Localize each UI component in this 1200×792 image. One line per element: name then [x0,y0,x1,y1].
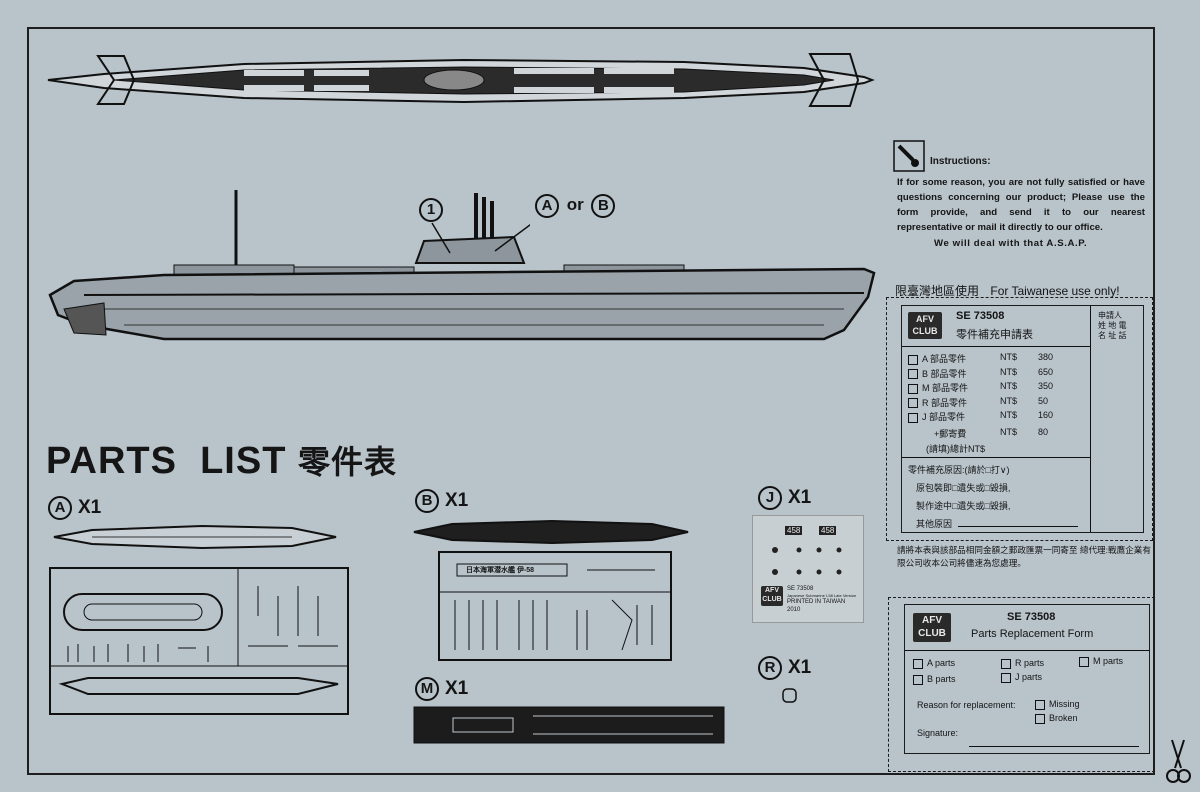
decal-printed: PRINTED IN TAIWAN [787,599,846,605]
checkbox[interactable] [908,354,918,365]
sprue-a-hull-half [53,524,337,550]
checkbox[interactable] [908,383,918,394]
sheet-border [27,27,1155,775]
decal-year: 2010 [787,607,801,613]
checkbox[interactable] [1035,699,1045,710]
afv-club-logo: AFV CLUB [908,312,942,339]
afv-club-logo: AFV CLUB [913,613,951,642]
zh-reason-item: 其他原因 [916,519,953,529]
zh-form-cutout [886,297,1153,541]
scissors-icon [1166,739,1191,783]
en-part-row: M parts [1079,656,1123,667]
en-part-row: A parts [913,658,955,669]
sprue-b-frame [438,551,672,661]
sprue-b-deck [413,519,689,545]
en-replacement-form: AFV CLUB SE 73508 Parts Replacement Form… [904,604,1150,754]
afv-club-logo: AFV CLUB [761,586,783,606]
sprue-a-frame [49,567,349,715]
zh-replacement-form: AFV CLUB SE 73508 零件補充申請表 申請人 姓 地 電 名 址 … [901,305,1144,533]
parts-list-title: PARTS LIST 零件表 [46,440,397,482]
en-part-row: B parts [913,674,956,685]
submarine-side-view [48,190,876,341]
checkbox[interactable] [1035,713,1045,724]
en-reason-item: Broken [1035,713,1078,724]
instructions-body: If for some reason, you are not fully sa… [897,177,1145,233]
checkbox[interactable] [908,369,918,380]
taiwan-only-header: 限臺灣地區使用 For Taiwanese use only! [895,284,1120,298]
decal-desc: Japanese Submarine I-58 Late Version [787,593,857,598]
sprue-b-nameplate: 日本海軍潜水艦 伊-58 [466,567,535,574]
zh-reason-item: 原包裝即□遺失或□毀損, [916,483,1011,493]
callout-leaders [431,222,530,254]
callout-a-or-b: A or B [535,194,616,218]
en-reason-item: Missing [1035,699,1080,710]
instructions-title: Instructions: [930,156,991,167]
sprue-m-photoetch [413,706,725,744]
decal-hull-number: 458 [785,526,803,535]
en-form-title: Parts Replacement Form [971,628,1094,640]
zh-reason-item: 製作途中□遺失或□毀損, [916,501,1011,511]
checkbox[interactable] [1001,672,1011,683]
en-form-code: SE 73508 [1007,611,1056,623]
zh-form-title: 零件補充申請表 [956,329,1033,341]
applicant-fields: 姓 地 電 [1098,321,1127,330]
pen-icon [893,140,925,172]
decal-code: SE 73508 [787,586,814,592]
checkbox[interactable] [1079,656,1089,667]
checkbox[interactable] [908,412,918,423]
zh-reason-title: 零件補充原因:(請於□打∨) [908,465,1010,475]
decal-markings [772,547,842,575]
en-form-cutout [888,597,1155,772]
en-part-row: R parts [1001,658,1044,669]
callout-1: 1 [419,198,443,222]
checkbox[interactable] [908,398,918,409]
en-part-row: J parts [1001,672,1042,683]
zh-form-note: 請將本表與該部品相同金額之郵政匯票一同寄至 總代理:戰鷹企業有限公司收本公司將儘… [897,545,1151,568]
zh-total-row: (請填)總計NT$ [926,443,985,454]
signature-line[interactable] [969,746,1139,747]
checkbox[interactable] [913,658,923,669]
checkbox[interactable] [1001,658,1011,669]
decal-hull-number: 458 [819,526,837,535]
en-reason-label: Reason for replacement: [917,700,1016,710]
en-signature-label: Signature: [917,728,959,738]
sprue-r-part [782,688,797,703]
decal-sheet: 458 458 AFV CLUB SE 73508 Japanese Subma… [752,515,864,623]
submarine-top-view [47,53,875,107]
applicant-label: 申請人 [1098,311,1122,320]
applicant-fields: 名 址 話 [1098,331,1127,340]
instructions-closing: We will deal with that A.S.A.P. [934,238,1088,249]
zh-form-code: SE 73508 [956,310,1005,322]
checkbox[interactable] [913,674,923,685]
